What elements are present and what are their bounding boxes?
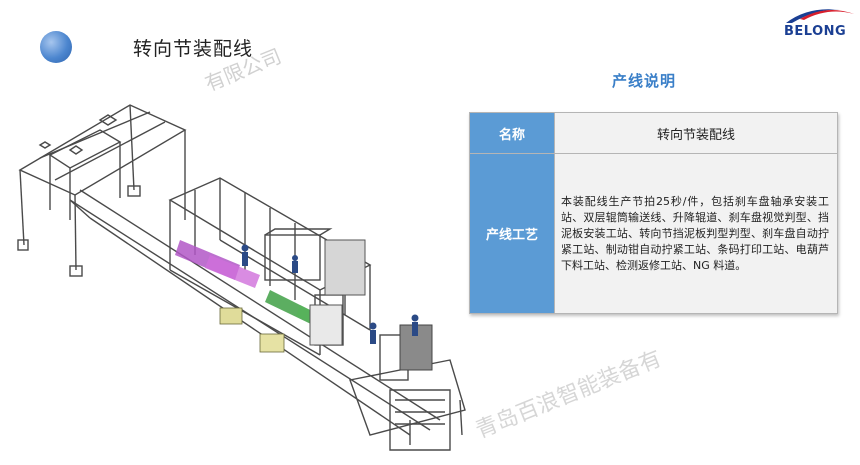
assembly-line-image <box>17 104 466 451</box>
name-label-cell: 名称 <box>469 112 555 154</box>
assembly-line-illustration <box>10 90 480 460</box>
process-value-cell: 本装配线生产节拍25秒/件，包括刹车盘轴承安装工站、双层辊筒输送线、升降辊道、刹… <box>554 153 838 314</box>
page-title: 转向节装配线 <box>133 38 254 60</box>
process-label-cell: 产线工艺 <box>469 153 555 314</box>
production-line-info-table: 名称 转向节装配线 产线工艺 本装配线生产节拍25秒/件，包括刹车盘轴承安装工站… <box>469 112 838 314</box>
section-title: 产线说明 <box>612 72 677 90</box>
title-bullet-circle <box>40 31 72 63</box>
belong-logo: BELONG <box>778 4 858 40</box>
name-value-cell: 转向节装配线 <box>554 112 838 154</box>
logo-wordmark: BELONG <box>784 24 847 39</box>
watermark-bottom: 青岛百浪智能装备有 <box>472 346 666 444</box>
logo-swoosh-icon <box>786 9 854 23</box>
table-row-name: 名称 转向节装配线 <box>469 112 838 154</box>
table-row-process: 产线工艺 本装配线生产节拍25秒/件，包括刹车盘轴承安装工站、双层辊筒输送线、升… <box>469 153 838 314</box>
